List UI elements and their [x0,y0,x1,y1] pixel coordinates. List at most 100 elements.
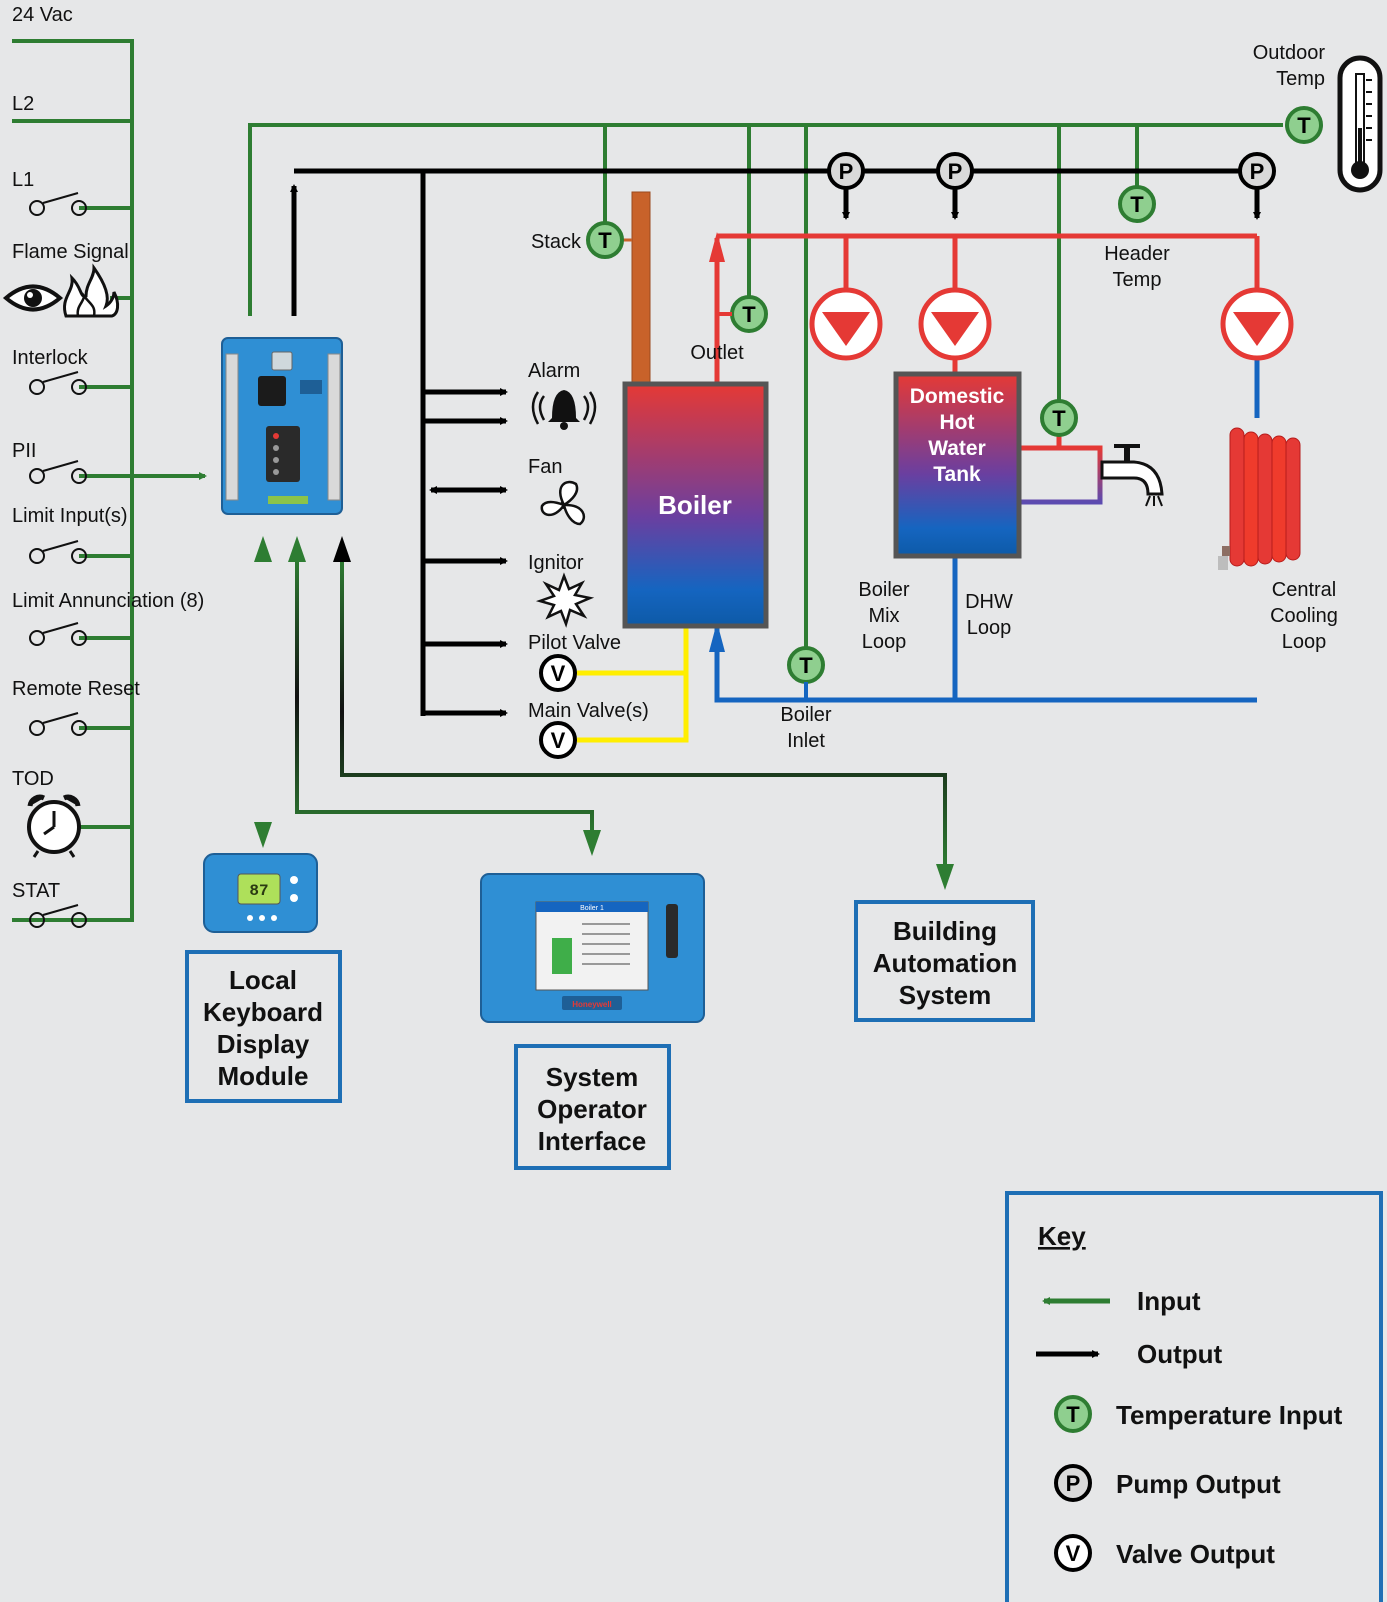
output-trunk [420,171,508,717]
boiler: Boiler [622,381,769,629]
temp-sensor-outdoor: T [1285,106,1323,144]
operator-brand: Honeywell [572,1000,612,1009]
sensor-label-outlet: Outlet [690,342,744,364]
alarm-bell-icon [531,390,597,430]
pump-dhw-loop [918,287,992,361]
svg-text:V: V [1066,1541,1081,1566]
input-label-interlock: Interlock [12,347,89,369]
sensor-label-outdoor-line2: Temp [1276,68,1325,90]
keyboard-display-label-line4: Module [218,1061,309,1091]
switch-icon-remote-reset [29,712,87,736]
svg-text:T: T [1066,1402,1080,1427]
output-label-pilot-valve: Pilot Valve [528,632,621,654]
loop-label-central-line2: Cooling [1270,605,1338,627]
input-label-24vac: 24 Vac [12,4,73,26]
eye-icon [2,284,64,312]
operator-interface-label-line1: System [546,1062,639,1092]
svg-text:T: T [799,653,813,678]
building-automation-label-line2: Automation [873,948,1017,978]
input-label-flame-signal: Flame Signal [12,241,129,263]
loop-label-mix-line2: Mix [868,605,899,627]
loop-label-central-line1: Central [1272,579,1336,601]
svg-text:P: P [1250,159,1265,184]
operator-screen-title: Boiler 1 [580,905,604,912]
svg-text:T: T [1297,113,1311,138]
svg-text:P: P [948,159,963,184]
legend-input-label: Input [1137,1286,1201,1316]
loop-label-mix-line1: Boiler [858,579,909,601]
sensor-label-inlet-line1: Boiler [780,704,831,726]
legend-key: Key Input Output T Temperature Input P P… [1005,1191,1383,1602]
input-label-pii: PII [12,440,36,462]
legend-valve-label: Valve Output [1116,1539,1275,1569]
switch-icon-l1 [29,192,87,216]
fan-icon [540,480,585,526]
legend-temperature-icon: T [1054,1395,1092,1433]
building-automation-link [333,536,954,890]
keyboard-display-device: 87 [203,853,318,933]
output-label-ignitor: Ignitor [528,552,584,574]
loop-label-mix-line3: Loop [862,631,907,653]
sensor-label-stack: Stack [531,231,582,253]
input-label-l1: L1 [12,169,34,191]
thermometer-icon [1337,55,1383,193]
switch-icon-limit-inputs [29,540,87,564]
dhw-tank-label-line3: Water [928,437,986,460]
svg-text:T: T [598,228,612,253]
pump-output-badge-2: P [936,152,974,190]
temp-sensor-outlet: T [730,295,768,333]
input-label-stat: STAT [12,880,60,902]
switch-icon-pii [29,460,87,484]
valve-icon-pilot: V [539,654,577,692]
output-label-fan: Fan [528,456,562,478]
pump-output-badge-1: P [827,152,865,190]
keyboard-display-label-line1: Local [229,965,297,995]
building-automation-label-line1: Building [893,916,997,946]
svg-text:T: T [1130,192,1144,217]
building-automation-label-line3: System [899,980,992,1010]
switch-icon-limit-annunciation [29,622,87,646]
keyboard-display-label-line3: Display [217,1029,310,1059]
svg-text:T: T [1052,406,1066,431]
sensor-label-inlet-line2: Inlet [787,730,825,752]
keyboard-display-label-line2: Keyboard [203,997,323,1027]
legend-valve-icon: V [1054,1534,1092,1572]
faucet-icon [1100,444,1164,507]
loop-label-dhw-line2: Loop [967,617,1012,639]
operator-interface-device: Boiler 1 Honeywell [480,873,705,1023]
pump-output-bus [290,168,1261,316]
legend-pump-icon: P [1054,1464,1092,1502]
legend-title: Key [1038,1221,1086,1251]
temp-sensor-stack: T [586,221,624,259]
operator-interface-link [288,536,601,856]
keyboard-display-readout: 87 [249,882,268,900]
pump-mix-loop [809,287,883,361]
sensor-label-header-line2: Temp [1113,269,1162,291]
switch-icon-stat [29,904,87,928]
supply-pipe [709,232,1260,384]
flame-icon [63,263,120,318]
operator-interface-label-line2: Operator [537,1094,647,1124]
pump-central-loop [1220,287,1294,361]
input-label-remote-reset: Remote Reset [12,678,140,700]
operator-interface-label-box: System Operator Interface [514,1044,671,1170]
sensor-label-header-line1: Header [1104,243,1170,265]
boiler-label: Boiler [658,490,732,520]
input-label-limit-annunciation: Limit Annunciation (8) [12,590,204,612]
legend-temperature-label: Temperature Input [1116,1400,1343,1430]
svg-text:V: V [551,661,566,686]
return-pipe [709,622,1257,703]
stack-flue [631,191,651,385]
svg-text:T: T [742,302,756,327]
building-automation-label-box: Building Automation System [854,900,1035,1022]
loop-label-dhw-line1: DHW [965,591,1013,613]
input-label-l2: L2 [12,93,34,115]
alarm-clock-icon [27,794,81,858]
dhw-tank-label-line4: Tank [933,463,981,486]
boiler-controller [221,337,343,515]
svg-text:P: P [839,159,854,184]
valve-icon-main: V [539,721,577,759]
keyboard-display-label-box: Local Keyboard Display Module [185,950,342,1103]
legend-output-label: Output [1137,1339,1223,1369]
